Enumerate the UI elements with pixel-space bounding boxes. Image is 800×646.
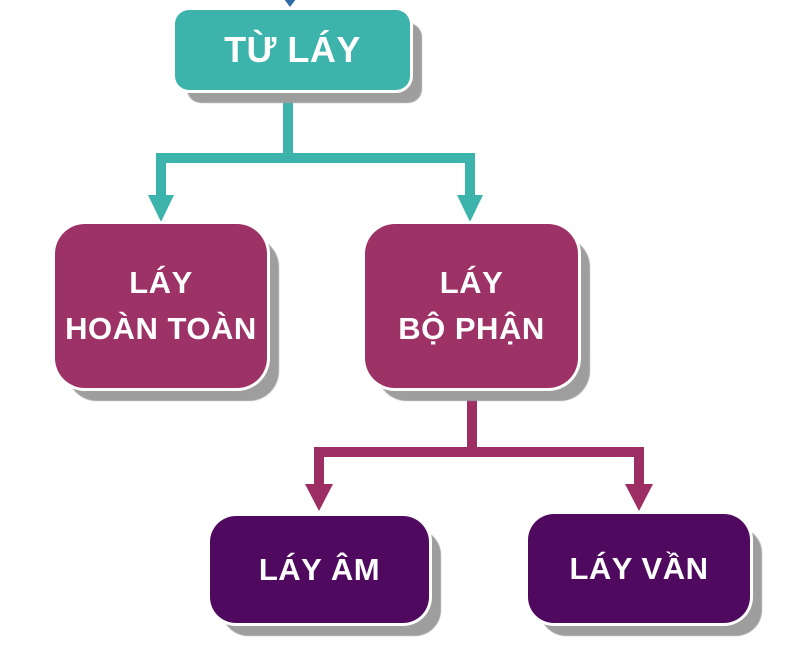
connector-root-horizontal-bar bbox=[156, 153, 475, 163]
connector-root-stem bbox=[283, 88, 293, 158]
connector-drop-hoan-toan bbox=[156, 153, 166, 196]
node-lay-hoan-toan-label-line2: HOÀN TOÀN bbox=[65, 311, 257, 346]
connector-drop-lay-am bbox=[314, 447, 324, 485]
node-lay-hoan-toan: LÁY HOÀN TOÀN bbox=[55, 224, 267, 388]
node-lay-bo-phan: LÁY BỘ PHẬN bbox=[365, 224, 578, 388]
down-arrowhead-icon-hoan-toan bbox=[148, 195, 174, 222]
node-lay-van-label: LÁY VẦN bbox=[569, 550, 709, 586]
connector-bo-phan-horizontal-bar bbox=[314, 447, 644, 457]
down-arrowhead-icon-lay-van bbox=[625, 484, 653, 511]
node-lay-van: LÁY VẦN bbox=[528, 514, 750, 623]
node-lay-hoan-toan-label-line1: LÁY bbox=[129, 265, 193, 300]
incoming-down-arrowhead-icon bbox=[284, 0, 296, 7]
down-arrowhead-icon-bo-phan bbox=[457, 195, 483, 222]
connector-drop-bo-phan bbox=[465, 153, 475, 196]
node-tu-lay: TỪ LÁY bbox=[175, 10, 410, 90]
node-lay-bo-phan-label-line1: LÁY bbox=[439, 265, 504, 300]
node-lay-am: LÁY ÂM bbox=[210, 516, 429, 623]
connector-bo-phan-stem bbox=[467, 385, 477, 457]
node-tu-lay-label: TỪ LÁY bbox=[224, 29, 361, 70]
connector-drop-lay-van bbox=[634, 447, 644, 485]
down-arrowhead-icon-lay-am bbox=[305, 484, 333, 511]
node-lay-am-label: LÁY ÂM bbox=[258, 551, 381, 587]
node-lay-bo-phan-label-line2: BỘ PHẬN bbox=[398, 311, 545, 346]
